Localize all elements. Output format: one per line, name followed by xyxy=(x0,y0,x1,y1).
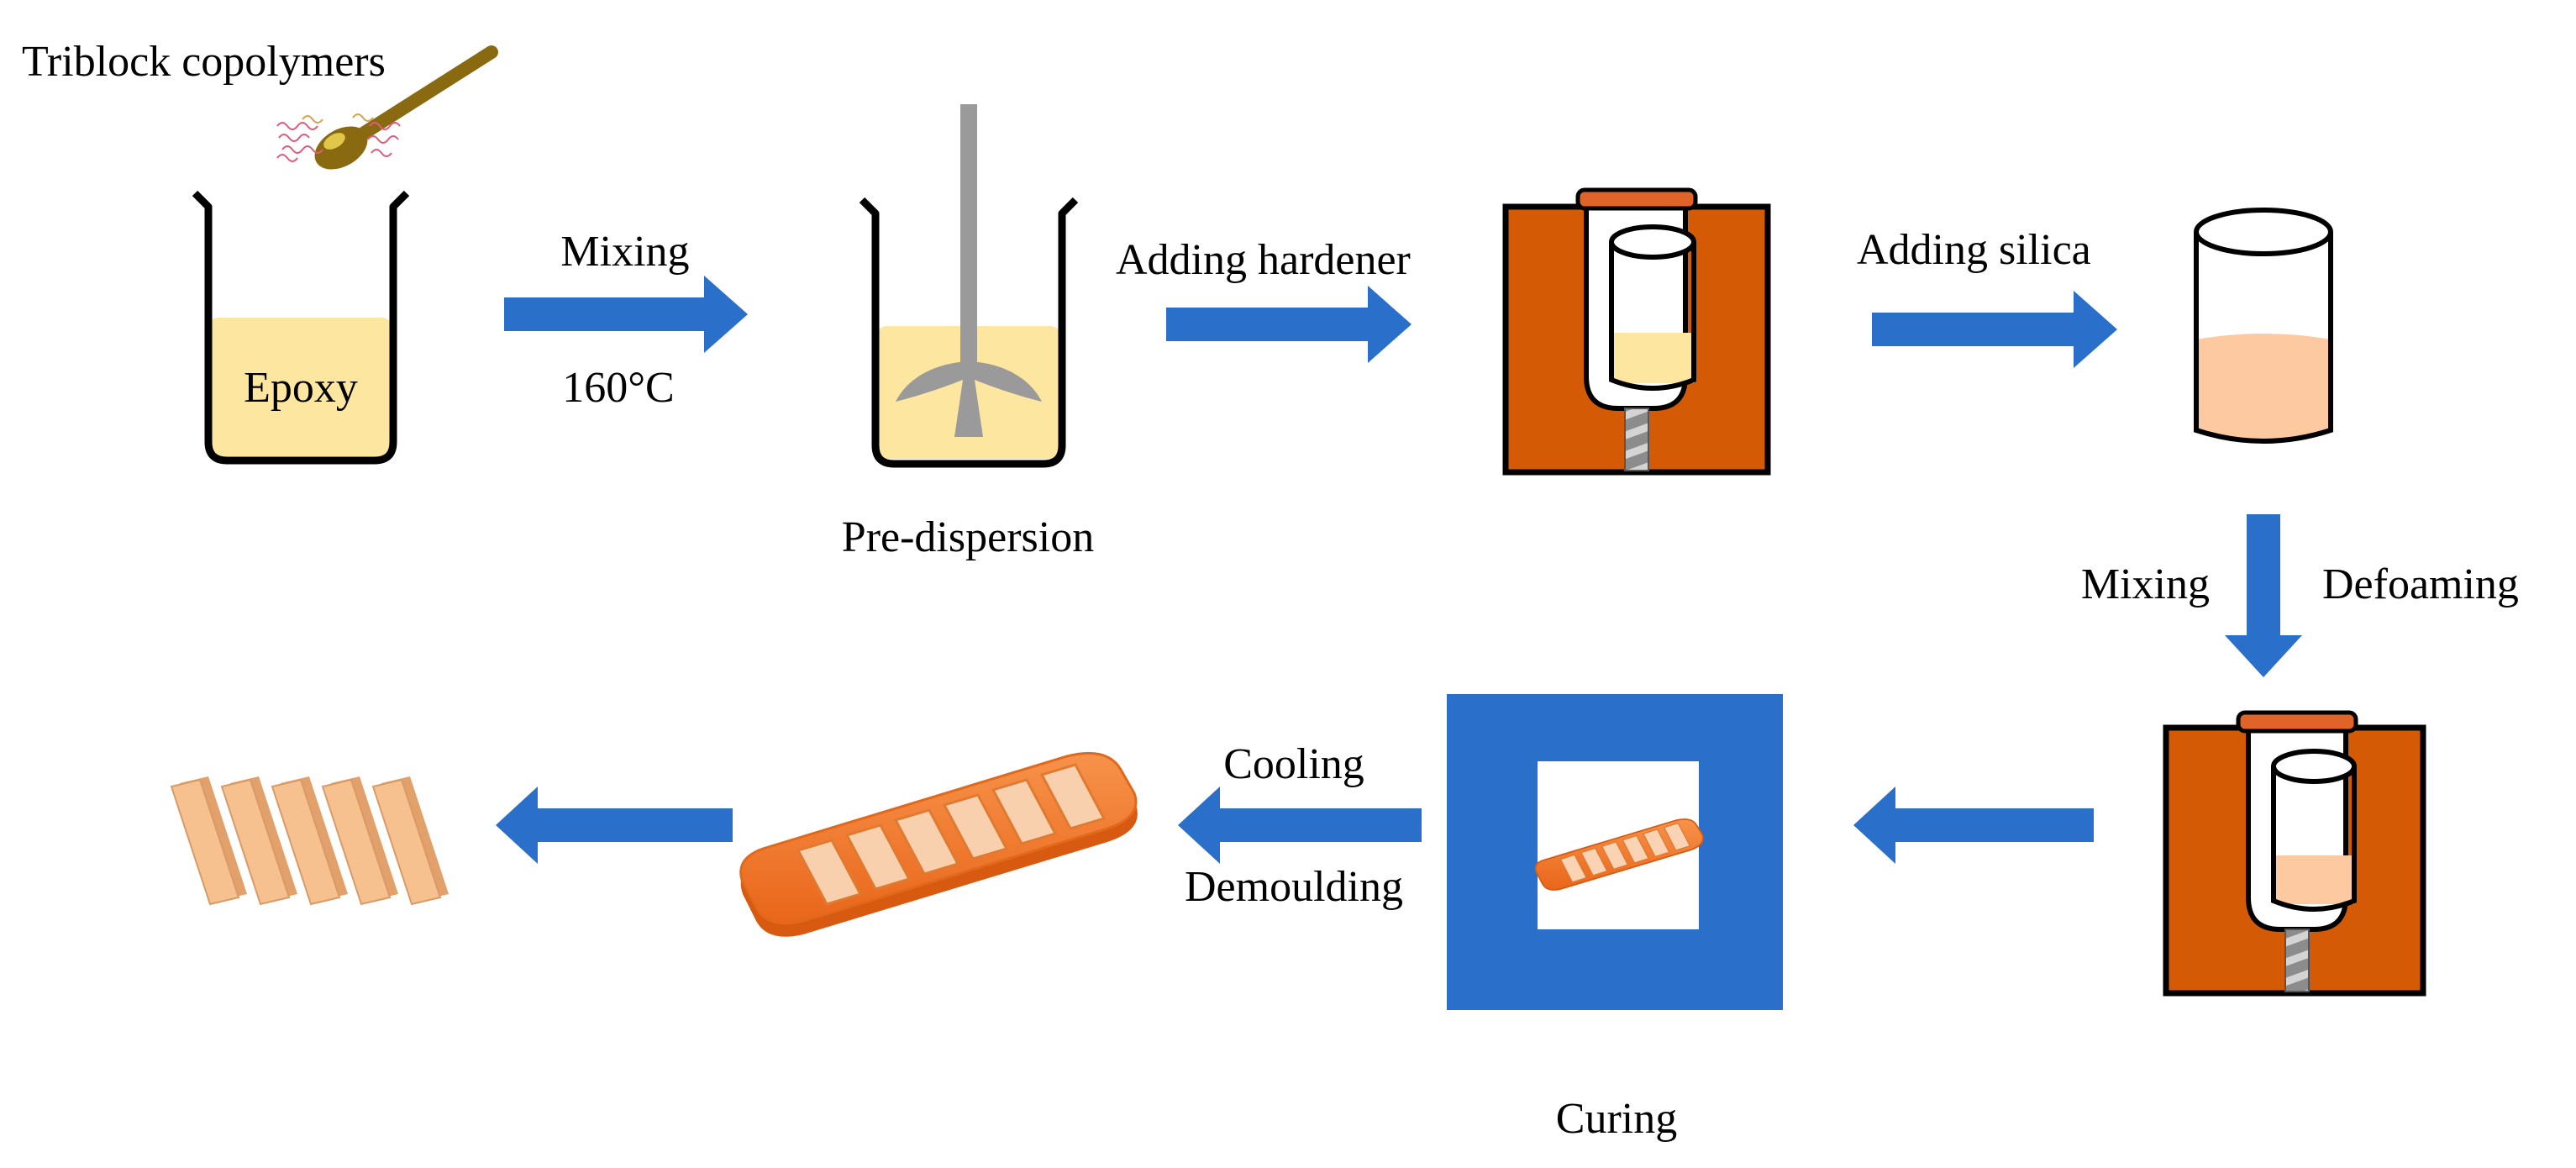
predispersion-label: Pre-dispersion xyxy=(842,513,1094,561)
mixer-lid-2 xyxy=(2236,710,2358,734)
mixer-2 xyxy=(2163,710,2426,997)
mixer-1 xyxy=(1502,187,1771,476)
predispersion-beaker xyxy=(859,104,1079,468)
mixer-screw-1 xyxy=(1624,408,1649,471)
mixer-cup-fill-1 xyxy=(1611,333,1694,383)
arrow-to-oven xyxy=(1853,787,2094,864)
spoon-highlight xyxy=(323,133,345,150)
epoxy-liquid xyxy=(207,318,393,456)
oven-frame xyxy=(1447,694,1783,1010)
mixer-cup-1 xyxy=(1609,242,1696,391)
arrow-mixing xyxy=(504,276,748,353)
epoxy-beaker: Epoxy xyxy=(192,190,410,465)
silica-cup-rim xyxy=(2194,208,2333,256)
silica-cup-body xyxy=(2194,232,2333,444)
impeller-blades xyxy=(896,361,1042,437)
spoon-handle xyxy=(344,45,498,148)
specimen-1 xyxy=(170,776,247,906)
mixer-cup-fill-2 xyxy=(2274,855,2354,904)
mixer-lid-1 xyxy=(1575,187,1698,211)
hardener-label: Adding hardener xyxy=(1116,236,1411,284)
temperature-label: 160°C xyxy=(562,364,674,412)
copolymer-spoon xyxy=(276,45,498,170)
mixing2-label: Mixing xyxy=(2081,560,2210,608)
specimen-4 xyxy=(321,776,398,906)
copolymer-label: Triblock copolymers xyxy=(22,38,386,86)
epoxy-label: Epoxy xyxy=(244,364,358,412)
cooling-label: Cooling xyxy=(1223,740,1364,788)
defoaming-label: Defoaming xyxy=(2322,560,2519,608)
demoulding-label: Demoulding xyxy=(1185,863,1403,911)
arrow-down xyxy=(2225,514,2302,677)
specimen-2 xyxy=(220,776,297,906)
mixer-cup-rim-2 xyxy=(2271,749,2357,784)
mixing-label: Mixing xyxy=(560,228,689,276)
beaker-outline-1 xyxy=(192,190,410,465)
silica-cup xyxy=(2194,208,2333,444)
arrow-to-specimens xyxy=(496,787,733,864)
spoon-bowl xyxy=(314,126,368,170)
mixer-screw-2 xyxy=(2284,929,2310,992)
beaker-outline-2 xyxy=(859,197,1079,468)
specimen-3 xyxy=(271,776,348,906)
silicone-mould xyxy=(739,751,1138,937)
arrow-hardener xyxy=(1166,286,1412,363)
copolymer-chains xyxy=(276,113,401,162)
curing-oven xyxy=(1447,694,1783,1010)
silica-mixture xyxy=(2196,334,2331,441)
specimens xyxy=(170,776,449,906)
mould-in-oven xyxy=(1534,818,1704,891)
specimen-5 xyxy=(371,776,449,906)
mixer-cup-rim-1 xyxy=(1609,224,1696,260)
arrow-demoulding xyxy=(1178,787,1422,864)
mixer-cup-2 xyxy=(2271,766,2357,912)
arrow-silica xyxy=(1872,291,2117,368)
curing-label: Curing xyxy=(1556,1095,1677,1143)
impeller-shaft xyxy=(960,104,977,380)
silica-label: Adding silica xyxy=(1857,226,2091,274)
mould-cavities xyxy=(796,763,1107,906)
